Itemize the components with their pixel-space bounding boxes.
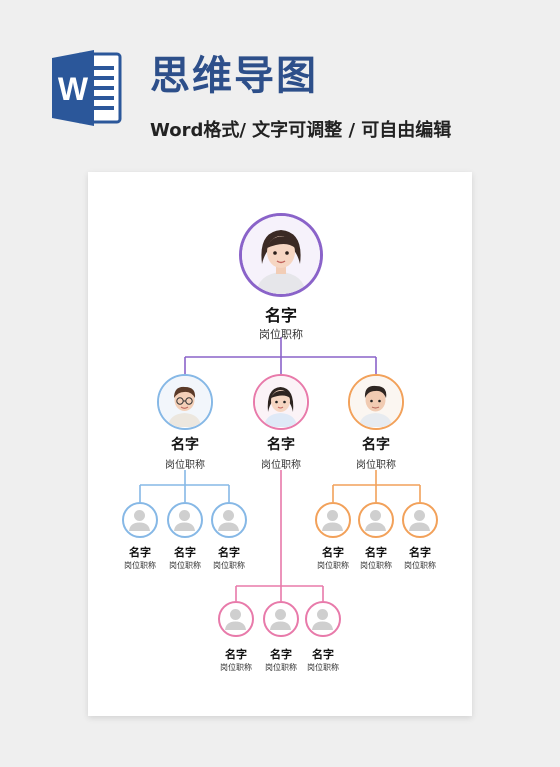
person-placeholder-icon bbox=[365, 510, 386, 531]
person-placeholder-icon bbox=[312, 609, 333, 630]
level1-blue-avatar-node[interactable] bbox=[157, 374, 213, 430]
person-placeholder-icon bbox=[270, 609, 291, 630]
level1-orange-name: 名字 bbox=[362, 437, 390, 453]
pink-team-member-node[interactable] bbox=[218, 601, 254, 637]
pink-team-role: 岗位职称 bbox=[307, 663, 339, 672]
level1-pink-avatar-node[interactable] bbox=[253, 374, 309, 430]
person-placeholder-icon bbox=[174, 510, 195, 531]
blue-team-name: 名字 bbox=[174, 546, 196, 559]
woman-avatar-icon bbox=[242, 216, 320, 294]
pink-team-name: 名字 bbox=[225, 648, 247, 661]
person-placeholder-icon bbox=[225, 609, 246, 630]
person-placeholder-icon bbox=[218, 510, 239, 531]
blue-team-role: 岗位职称 bbox=[169, 561, 201, 570]
blue-team-role: 岗位职称 bbox=[124, 561, 156, 570]
orange-team-role: 岗位职称 bbox=[404, 561, 436, 570]
man-avatar-icon bbox=[350, 376, 401, 427]
blue-team-member-node[interactable] bbox=[122, 502, 158, 538]
blue-team-name: 名字 bbox=[129, 546, 151, 559]
pink-team-name: 名字 bbox=[312, 648, 334, 661]
level1-blue-role: 岗位职称 bbox=[165, 460, 205, 471]
blue-team-role: 岗位职称 bbox=[213, 561, 245, 570]
level1-pink-role: 岗位职称 bbox=[261, 460, 301, 471]
blue-team-name: 名字 bbox=[218, 546, 240, 559]
person-placeholder-icon bbox=[129, 510, 150, 531]
orange-team-role: 岗位职称 bbox=[317, 561, 349, 570]
orange-team-member-node[interactable] bbox=[315, 502, 351, 538]
pink-team-member-node[interactable] bbox=[263, 601, 299, 637]
level1-pink-name: 名字 bbox=[267, 437, 295, 453]
level1-orange-avatar-node[interactable] bbox=[348, 374, 404, 430]
person-placeholder-icon bbox=[409, 510, 430, 531]
pink-team-member-node[interactable] bbox=[305, 601, 341, 637]
word-logo-icon: W bbox=[50, 46, 122, 130]
blue-team-member-node[interactable] bbox=[167, 502, 203, 538]
root-role: 岗位职称 bbox=[259, 328, 303, 341]
root-name: 名字 bbox=[264, 306, 297, 325]
root-avatar-node[interactable] bbox=[239, 213, 323, 297]
orange-team-name: 名字 bbox=[365, 546, 387, 559]
blue-team-member-node[interactable] bbox=[211, 502, 247, 538]
orange-team-member-node[interactable] bbox=[402, 502, 438, 538]
pink-team-role: 岗位职称 bbox=[265, 663, 297, 672]
person-placeholder-icon bbox=[322, 510, 343, 531]
level1-blue-name: 名字 bbox=[171, 437, 199, 453]
page-subtitle: Word格式/ 文字可调整 / 可自由编辑 bbox=[150, 120, 452, 141]
orange-team-name: 名字 bbox=[409, 546, 431, 559]
level1-orange-role: 岗位职称 bbox=[356, 460, 396, 471]
orange-team-role: 岗位职称 bbox=[360, 561, 392, 570]
girl-avatar-icon bbox=[255, 376, 306, 427]
connector-lines bbox=[139, 337, 421, 601]
pink-team-name: 名字 bbox=[270, 648, 292, 661]
orange-team-name: 名字 bbox=[322, 546, 344, 559]
org-chart-paper: 名字 岗位职称 名字 岗位职称 名字 岗位职称 bbox=[88, 172, 472, 716]
orange-team-member-node[interactable] bbox=[358, 502, 394, 538]
glasses-man-avatar-icon bbox=[159, 376, 210, 427]
pink-team-role: 岗位职称 bbox=[220, 663, 252, 672]
page-title: 思维导图 bbox=[150, 53, 318, 99]
logo-letter: W bbox=[58, 71, 89, 107]
